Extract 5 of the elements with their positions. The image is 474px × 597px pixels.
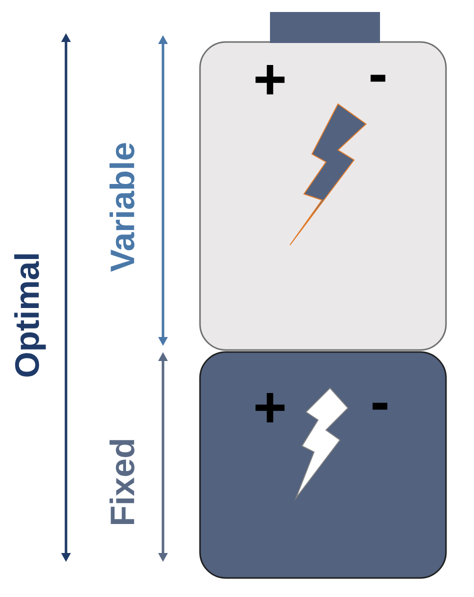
axis-label: Fixed xyxy=(110,440,134,524)
axis-label: Optimal xyxy=(14,254,46,377)
axis-label: Variable xyxy=(110,143,134,272)
battery-cell: + - xyxy=(199,12,447,351)
battery-cell: + - xyxy=(199,351,447,579)
